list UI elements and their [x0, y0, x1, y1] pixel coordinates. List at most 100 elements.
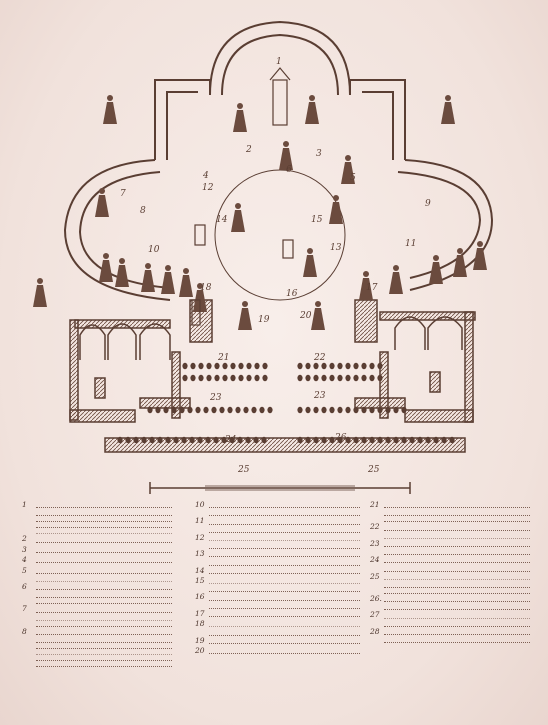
stall-seat — [313, 362, 319, 370]
stall-seat — [243, 406, 249, 414]
stall-seat — [433, 436, 439, 444]
stall-seat — [227, 406, 233, 414]
legend-entry-number: 27 — [370, 610, 380, 620]
legend-handwriting — [384, 590, 530, 595]
legend-entry: 2 — [22, 534, 172, 544]
stall-seat — [305, 374, 311, 382]
stall-seat — [171, 406, 177, 414]
robed-figure — [141, 263, 155, 292]
stall-seat — [313, 406, 319, 414]
legend-handwriting — [384, 543, 530, 548]
stall-seat — [157, 436, 163, 444]
label-11: 11 — [405, 239, 416, 249]
stall-seat — [203, 406, 209, 414]
legend-entry: 7 — [22, 604, 172, 614]
legend-handwriting — [36, 539, 172, 543]
legend-entry — [22, 643, 172, 650]
label-25b: 25 — [367, 465, 380, 475]
robed-figure — [341, 155, 355, 184]
stall-seat — [345, 436, 351, 444]
legend-entry-number: 20 — [195, 646, 205, 656]
legend-entry — [370, 549, 530, 556]
legend-handwriting — [384, 631, 530, 636]
scale-bar — [149, 482, 411, 494]
stall-seat — [409, 436, 415, 444]
label-7: 7 — [120, 189, 126, 199]
stall-seat — [345, 374, 351, 382]
legend-entry-number: 10 — [195, 500, 205, 509]
stall-seat — [198, 374, 204, 382]
legend-entry — [195, 527, 360, 533]
legend-handwriting — [384, 598, 530, 603]
legend-entry — [195, 560, 360, 566]
legend-handwriting — [384, 551, 530, 556]
stall-seat — [305, 362, 311, 370]
stall-seat — [329, 406, 335, 414]
label-21: 21 — [217, 353, 229, 363]
stall-seat — [221, 436, 227, 444]
stall-seat — [246, 362, 252, 370]
legend-entry: 8 — [22, 627, 172, 637]
legend-handwriting — [36, 504, 172, 509]
legend-handwriting — [384, 535, 530, 539]
stall-seat — [262, 362, 268, 370]
legend-handwriting — [384, 512, 530, 517]
label-4: 4 — [202, 171, 209, 181]
legend-entry-number: 12 — [195, 532, 205, 542]
legend-entry-number: 23 — [370, 538, 380, 548]
robed-figure — [429, 255, 443, 284]
stall-seat — [353, 374, 359, 382]
stall-seat — [251, 406, 257, 414]
legend-entry — [22, 528, 172, 535]
stall-seat — [377, 436, 383, 444]
legend-entry-number: 1 — [22, 500, 27, 509]
robed-figure — [311, 301, 325, 330]
legend-handwriting — [209, 504, 360, 509]
stall-seat — [369, 374, 375, 382]
stall-seat — [353, 362, 359, 370]
stall-seat — [385, 436, 391, 444]
legend-entry-number: 5 — [22, 565, 27, 575]
stall-seat — [222, 362, 228, 370]
legend-entry: 5 — [22, 566, 172, 576]
nave-oval — [63, 159, 494, 301]
stall-seat — [237, 436, 243, 444]
stall-seat — [329, 362, 335, 370]
stall-seat — [417, 436, 423, 444]
robed-figure — [103, 95, 117, 124]
stall-seat — [377, 374, 383, 382]
legend-entry: 3 — [22, 545, 172, 555]
stall-seat — [369, 406, 375, 414]
label-23: 23 — [209, 393, 222, 403]
legend-handwriting — [384, 568, 530, 572]
legend-handwriting — [36, 594, 172, 599]
legend-handwriting — [209, 545, 360, 550]
legend-entry — [22, 592, 172, 599]
plan-numerals: 1 2 3 4 5 6 7 8 9 10 11 12 13 14 15 16 1… — [120, 57, 431, 475]
legend-handwriting — [209, 529, 360, 533]
legend-handwriting — [209, 570, 360, 574]
stall-seat — [222, 374, 228, 382]
legend-entry: 6 — [22, 582, 172, 592]
iconostasis-objects — [191, 67, 294, 326]
stall-seat — [329, 436, 335, 444]
label-6: 6 — [286, 165, 292, 175]
legend-entry: 12 — [195, 533, 360, 543]
stall-seat — [182, 362, 188, 370]
label-13: 13 — [330, 243, 342, 253]
legend-handwriting — [36, 645, 172, 650]
legend-handwriting — [209, 597, 360, 601]
stall-seat — [401, 406, 407, 414]
label-23b: 23 — [313, 391, 326, 401]
legend-entry: 18 — [195, 619, 360, 629]
label-12: 12 — [202, 183, 214, 193]
stall-seat — [205, 436, 211, 444]
stall-seat — [195, 406, 201, 414]
legend-entry — [22, 598, 172, 605]
legend-entry-number: 16 — [195, 592, 205, 602]
legend-handwriting — [36, 639, 172, 644]
stall-seat — [345, 362, 351, 370]
label-24: 24 — [224, 435, 237, 445]
stall-seat — [246, 374, 252, 382]
